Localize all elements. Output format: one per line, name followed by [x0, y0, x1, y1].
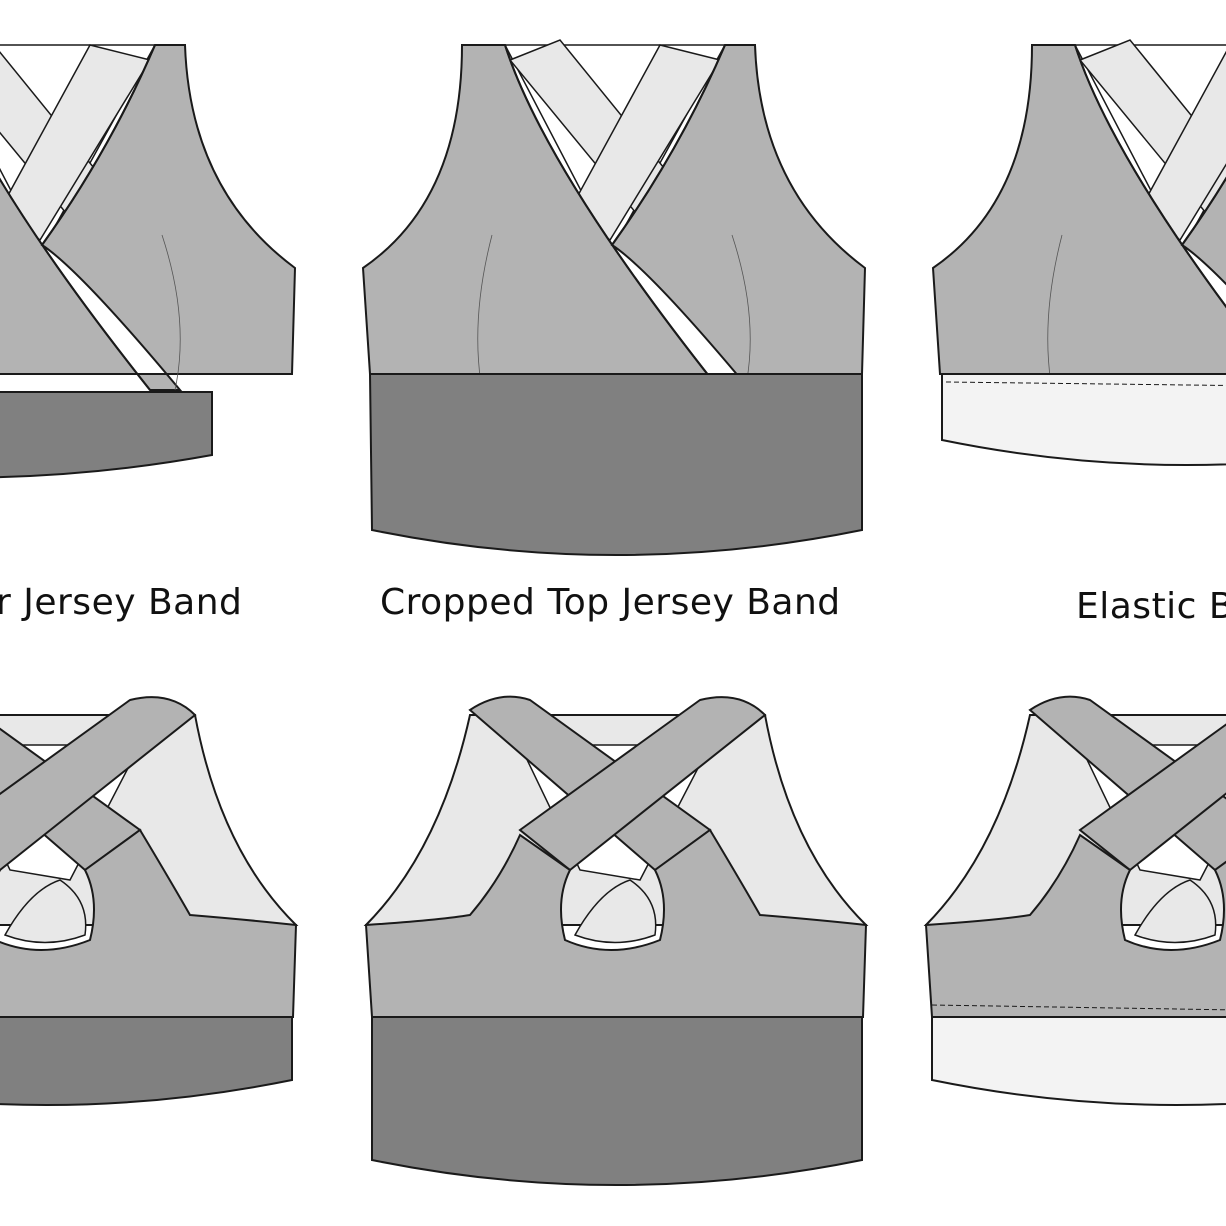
- label-right: Elastic Ba: [1076, 586, 1226, 627]
- elastic-band-back-right: [931, 1016, 1226, 1106]
- jersey-band-back-left: [0, 1016, 293, 1106]
- elastic-band-right: [941, 373, 1226, 466]
- back-view-left: [0, 695, 297, 1106]
- front-view-left: [0, 39, 296, 479]
- front-view-center: [362, 39, 866, 556]
- cropped-jersey-band-back: [371, 1016, 863, 1186]
- front-view-right: [932, 39, 1226, 466]
- jersey-band-left: [0, 391, 213, 479]
- back-view-center: [365, 695, 867, 1186]
- label-center: Cropped Top Jersey Band: [380, 582, 841, 623]
- label-left: r Jersey Band: [0, 582, 243, 623]
- cropped-jersey-band: [368, 373, 863, 556]
- back-view-right: [925, 695, 1226, 1106]
